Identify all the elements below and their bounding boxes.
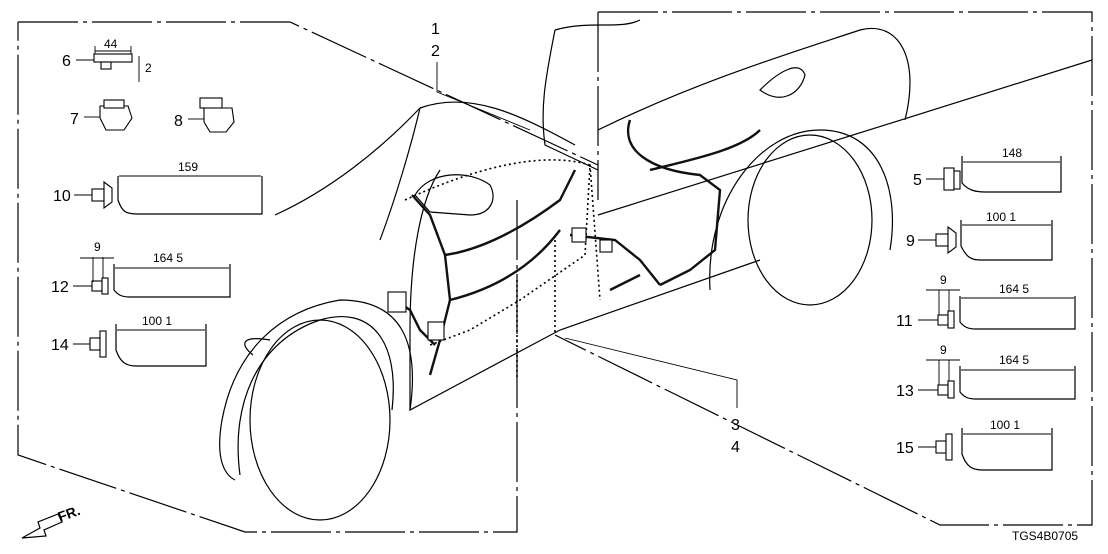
dim-15-length: 100 1: [990, 418, 1020, 432]
front-direction-indicator: FR.: [21, 502, 83, 539]
dim-6-width: 44: [104, 37, 118, 51]
rear-door-outline: [516, 164, 601, 380]
side-mirror: [414, 174, 494, 216]
callout-7: 7: [70, 111, 79, 128]
front-door-outline: [404, 159, 591, 346]
front-arrow-icon: [21, 513, 63, 539]
callout-15: 15: [896, 440, 914, 457]
callout-1: 1: [431, 21, 440, 38]
callout-6: 6: [62, 53, 71, 70]
rear-door-wire-harness: [569, 119, 761, 292]
part-13-clip[interactable]: 13 9 164 5: [896, 343, 1076, 400]
diagram-code: TGS4B0705: [1012, 529, 1078, 543]
dim-11-length: 164 5: [999, 282, 1029, 296]
part-14-clip[interactable]: 14 100 1: [51, 314, 207, 367]
callout-4: 4: [731, 439, 740, 456]
dim-5-length: 148: [1002, 146, 1022, 160]
callout-13: 13: [896, 383, 914, 400]
dim-12-length: 164 5: [153, 251, 183, 265]
part-8-clip[interactable]: 8: [174, 97, 235, 133]
callout-11: 11: [896, 313, 913, 330]
rear-harness-group-frame: [554, 11, 1093, 526]
part-15-clip[interactable]: 15 100 1: [896, 418, 1053, 471]
part-10-clip[interactable]: 10 159: [53, 160, 263, 215]
dim-9-length: 100 1: [986, 210, 1016, 224]
dim-11-offset: 9: [940, 273, 947, 287]
callout-14: 14: [51, 337, 69, 354]
callout-5: 5: [913, 172, 922, 189]
dim-12-offset: 9: [94, 240, 101, 254]
dim-13-length: 164 5: [999, 353, 1029, 367]
vehicle-body-outline: [219, 19, 1093, 521]
front-door-wire-harness: [387, 169, 577, 376]
leader-1-2: [436, 62, 531, 131]
callout-9: 9: [906, 233, 915, 250]
part-11-clip[interactable]: 11 9 164 5: [896, 273, 1076, 330]
front-label: FR.: [56, 502, 83, 525]
part-12-clip[interactable]: 12 9 164 5: [51, 240, 231, 298]
part-9-clip[interactable]: 9 100 1: [906, 210, 1053, 261]
callout-12: 12: [51, 279, 69, 296]
dim-6-height: 2: [145, 61, 152, 75]
callout-3: 3: [731, 417, 740, 434]
dim-13-offset: 9: [940, 343, 947, 357]
front-harness-group-frame: [17, 21, 599, 533]
callout-8: 8: [174, 113, 183, 130]
leader-3-4: [564, 337, 738, 408]
part-7-clip[interactable]: 7: [70, 99, 133, 131]
part-6-clip[interactable]: 6 44 2: [62, 37, 152, 82]
dim-10-length: 159: [178, 160, 198, 174]
callout-2: 2: [431, 43, 440, 60]
dim-14-length: 100 1: [142, 314, 172, 328]
part-5-clip[interactable]: 5 148: [913, 146, 1062, 193]
callout-10: 10: [53, 188, 71, 205]
